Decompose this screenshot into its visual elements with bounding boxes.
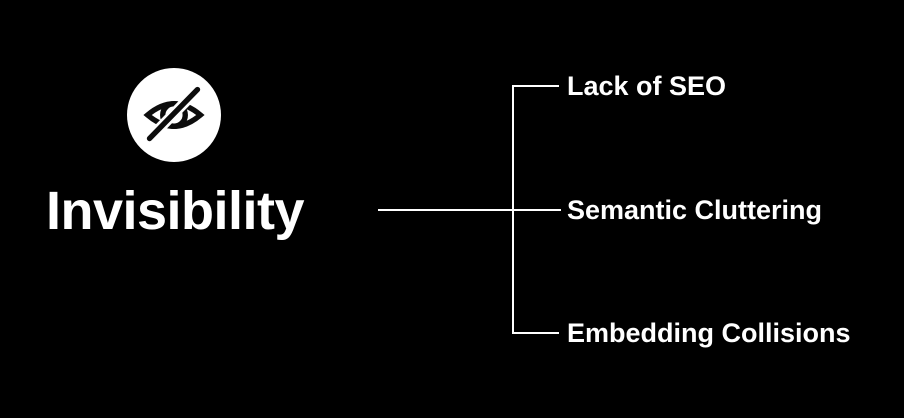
branch-label-embedding-collisions: Embedding Collisions [567, 318, 851, 348]
connector-branch-top-line [512, 85, 559, 87]
connector-branch-bottom-line [512, 332, 559, 334]
root-node-label: Invisibility [45, 181, 305, 241]
branch-label-semantic-cluttering: Semantic Cluttering [567, 195, 823, 225]
branch-label-lack-of-seo: Lack of SEO [567, 71, 727, 101]
connector-trunk-line [512, 85, 514, 334]
connector-root-line [378, 209, 561, 211]
eye-off-icon [127, 68, 221, 162]
